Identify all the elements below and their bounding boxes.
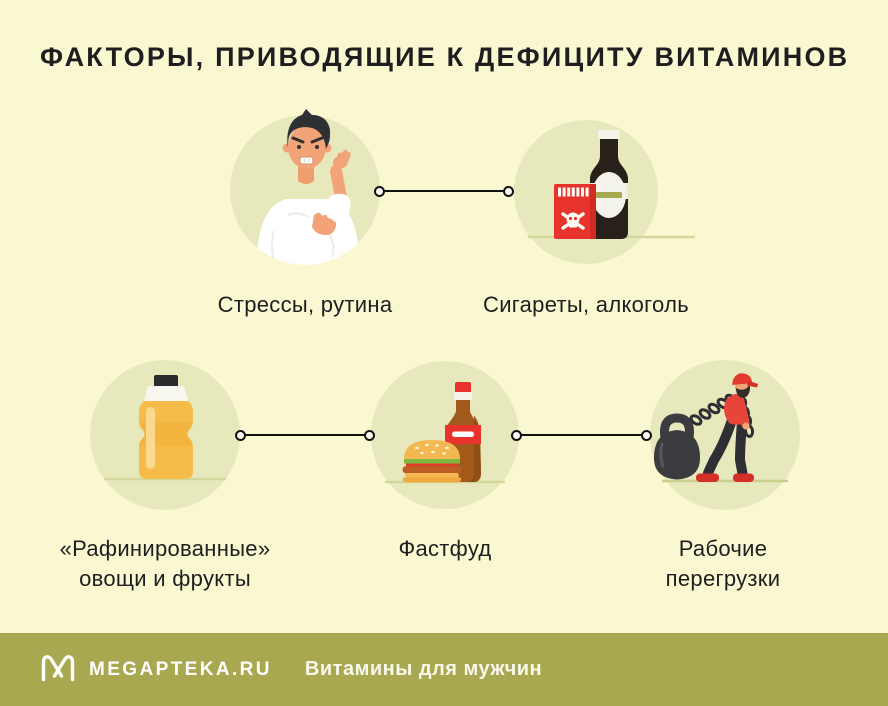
fast-food-icon <box>371 361 519 509</box>
label-line: Стрессы, рутина <box>217 292 393 317</box>
label-line: перегрузки <box>665 566 781 591</box>
connector-dot <box>503 185 514 197</box>
label-line: «Рафинированные» <box>59 536 271 561</box>
factor-label-refined-food: «Рафинированные» овощи и фрукты <box>15 534 315 594</box>
connector-dot <box>641 429 652 441</box>
label-line: Фастфуд <box>398 536 492 561</box>
fast-food-illustration <box>371 361 519 509</box>
kettlebell-drag-icon <box>650 360 800 510</box>
connector-dot <box>235 429 246 441</box>
label-line: Рабочие <box>678 536 768 561</box>
stressed-man-icon <box>230 109 380 265</box>
connector-row2-right <box>511 429 652 441</box>
connector-dot <box>511 429 522 441</box>
connector-dot <box>364 429 375 441</box>
footer-bar: MEGAPTEKA.RU Витамины для мужчин <box>0 633 888 706</box>
label-line: овощи и фрукты <box>79 566 251 591</box>
burger <box>402 440 462 483</box>
connector-row1 <box>374 185 514 197</box>
cigarettes-beer-illustration <box>514 120 695 264</box>
connector-line <box>516 433 647 436</box>
cigarettes-beer-icon <box>514 120 695 264</box>
brand-name: MEGAPTEKA.RU <box>89 658 272 680</box>
connector-line <box>379 189 509 192</box>
stressed-man-illustration <box>230 109 380 265</box>
footer-tagline: Витамины для мужчин <box>304 658 543 680</box>
factor-label-work-overload: Рабочие перегрузки <box>573 534 873 594</box>
page-title: ФАКТОРЫ, ПРИВОДЯЩИЕ К ДЕФИЦИТУ ВИТАМИНОВ <box>40 42 850 72</box>
label-line: Сигареты, алкоголь <box>483 292 689 317</box>
connector-row2-left <box>235 429 375 441</box>
kettlebell-man-illustration <box>650 360 800 510</box>
connector-dot <box>374 185 385 197</box>
factor-label-cigarettes-alcohol: Сигареты, алкоголь <box>436 290 736 320</box>
oil-bottle-illustration <box>90 360 240 510</box>
factor-label-stress: Стрессы, рутина <box>155 290 455 320</box>
megapteka-m-logo-icon <box>40 652 76 687</box>
refined-oil-bottle-icon <box>90 360 240 510</box>
connector-line <box>240 433 370 436</box>
factor-label-fastfood: Фастфуд <box>295 534 595 564</box>
